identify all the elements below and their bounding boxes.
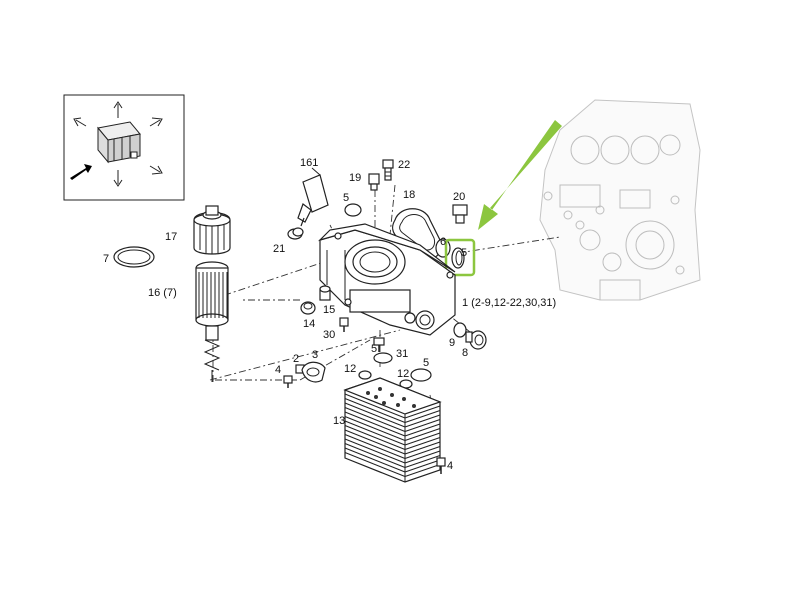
engine-block-ghost: [539, 99, 701, 301]
callout-1: 1 (2-9,12-22,30,31): [462, 297, 556, 309]
valve-20-part: [452, 204, 468, 224]
oil-cooler-13-part: [343, 377, 442, 483]
fitting-15-part: [319, 285, 331, 301]
cover-3-part: [301, 361, 326, 383]
plug-cap-part: [287, 227, 304, 240]
callout-16: 16 (7): [148, 287, 177, 299]
filter-cap-17-part: [193, 205, 231, 255]
sensor-22-part: [382, 159, 394, 181]
callout-5-mid2: 5: [423, 357, 429, 369]
orientation-inset: [63, 94, 185, 201]
callout-5-mid: 5: [371, 343, 377, 355]
callout-6: 6: [440, 236, 446, 248]
callout-14: 14: [303, 318, 315, 330]
callout-5-highlighted: 5: [461, 247, 467, 259]
engine-orientation-icon: [70, 101, 163, 187]
callout-15: 15: [323, 304, 335, 316]
seal-ring-5-lower-b: [410, 368, 432, 382]
callout-3: 3: [312, 349, 318, 361]
green-arrow-pointer: [478, 120, 562, 230]
callout-12-a: 12: [344, 363, 356, 375]
callout-21: 21: [273, 243, 285, 255]
plug-8-part: [465, 330, 487, 350]
o-ring-9: [453, 322, 467, 338]
screw-30-part: [339, 317, 349, 332]
highlighted-seal-ring-5: [444, 238, 476, 277]
callout-19: 19: [349, 172, 361, 184]
callout-8: 8: [462, 347, 468, 359]
direction-arrow-icon: [70, 164, 92, 180]
plug-14-part: [300, 301, 316, 315]
seal-ring-12-a: [358, 370, 372, 380]
callout-7: 7: [103, 253, 109, 265]
callout-5-top: 5: [343, 192, 349, 204]
callout-4-lower: 4: [447, 460, 453, 472]
callout-31: 31: [396, 348, 408, 360]
oil-filter-housing-part: [317, 223, 456, 336]
callout-labels: 161 19 22 5 18 20 21 6 5 17 7 16 (7) 1 (…: [103, 157, 556, 472]
seal-ring-5-top: [344, 203, 362, 217]
seal-ring-5-lower-a: [373, 352, 393, 364]
sealant-tube-part: [297, 167, 329, 227]
callout-13: 13: [333, 415, 345, 427]
callout-4-upper: 4: [275, 364, 281, 376]
callout-17: 17: [165, 231, 177, 243]
callout-30: 30: [323, 329, 335, 341]
filter-element-16-part: [195, 261, 229, 382]
callout-161: 161: [300, 157, 318, 169]
bolt-31-part: [373, 337, 385, 352]
sensor-19-part: [368, 173, 380, 191]
callout-18: 18: [403, 189, 415, 201]
callout-2: 2: [293, 353, 299, 365]
bolt-4-part-lower: [436, 457, 446, 474]
callout-20: 20: [453, 191, 465, 203]
callout-22: 22: [398, 159, 410, 171]
callout-12-b: 12: [397, 368, 409, 380]
bolt-4-part-upper: [283, 375, 293, 388]
callout-9: 9: [449, 337, 455, 349]
